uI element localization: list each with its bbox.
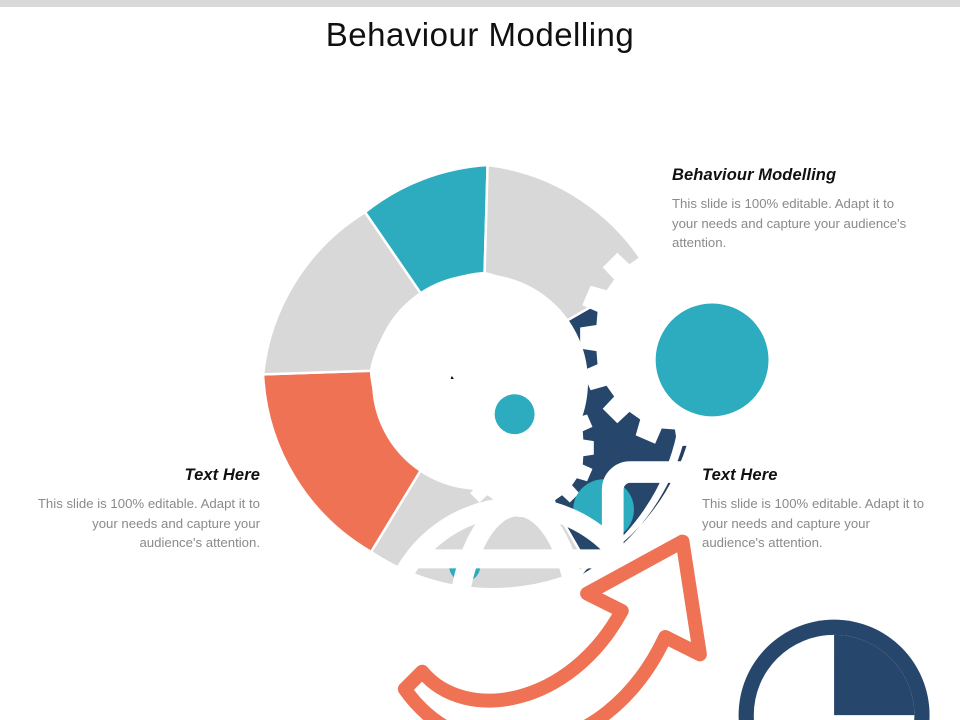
callout-body: This slide is 100% editable. Adapt it to… — [702, 496, 925, 551]
top-decorative-strip — [0, 0, 960, 7]
callout-title: Behaviour Modelling — [672, 166, 837, 184]
center-label: Text Here — [380, 320, 580, 388]
callout-left: Text Here This slide is 100% editable. A… — [30, 466, 260, 553]
callout-body: This slide is 100% editable. Adapt it to… — [672, 196, 907, 251]
callout-title: Text Here — [184, 466, 260, 484]
center-label-line2: Here — [450, 354, 510, 385]
callout-bottom-right: Text Here This slide is 100% editable. A… — [702, 466, 934, 553]
page-title: Behaviour Modelling — [325, 16, 635, 53]
center-label-line1: Text — [452, 321, 508, 351]
callout-top-right: Behaviour Modelling This slide is 100% e… — [672, 166, 910, 253]
callout-body: This slide is 100% editable. Adapt it to… — [37, 496, 260, 551]
circular-process-diagram: Text Here — [261, 163, 930, 720]
callout-title: Text Here — [702, 466, 778, 484]
